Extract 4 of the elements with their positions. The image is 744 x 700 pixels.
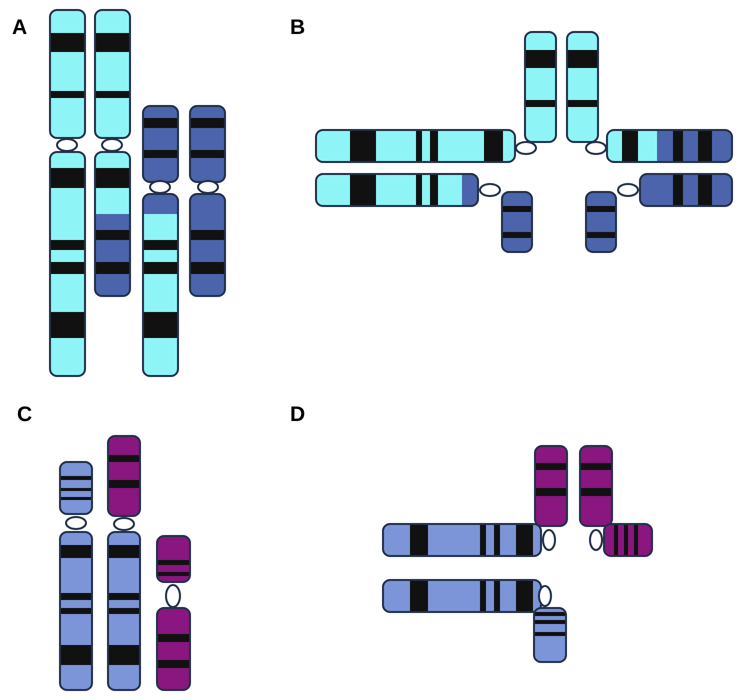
panel-letter: A	[12, 17, 28, 38]
panel-letter: D	[290, 404, 306, 425]
panel-letter: C	[17, 404, 32, 425]
panel-letter: B	[290, 17, 306, 38]
